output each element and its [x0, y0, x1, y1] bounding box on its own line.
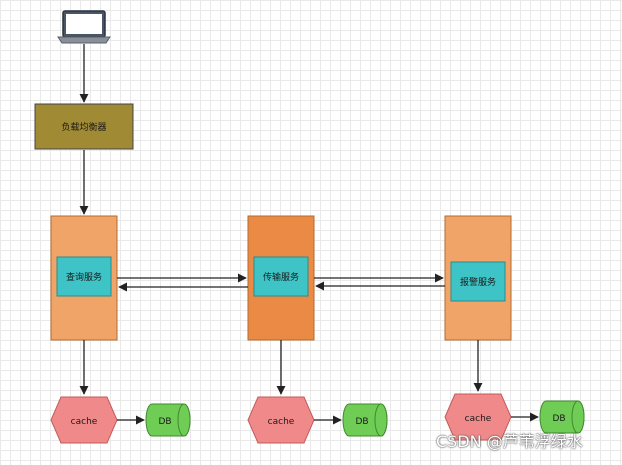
load-balancer-label: 负载均衡器: [61, 121, 106, 133]
db-cylinder-cap: [571, 400, 585, 434]
db-node[interactable]: DB: [539, 400, 585, 434]
db-node[interactable]: DB: [342, 403, 388, 437]
alarm-service-label: 报警服务: [460, 276, 496, 288]
alarm-service-box[interactable]: [450, 261, 506, 302]
transfer-service-label: 传输服务: [263, 271, 299, 283]
cache-label: cache: [268, 417, 295, 427]
cache-label: cache: [465, 414, 492, 424]
transfer-service-box[interactable]: [253, 256, 309, 297]
db-label: DB: [355, 417, 368, 427]
csdn-watermark: CSDN @芦苇浮绿水: [436, 432, 583, 451]
query-service-box[interactable]: [56, 256, 112, 297]
cache-label: cache: [71, 417, 98, 427]
cache-node[interactable]: [444, 393, 512, 441]
db-label: DB: [552, 414, 565, 424]
db-cylinder-cap: [177, 403, 191, 437]
db-label: DB: [158, 417, 171, 427]
cache-node[interactable]: [50, 396, 118, 444]
db-cylinder-cap: [374, 403, 388, 437]
db-node[interactable]: DB: [145, 403, 191, 437]
laptop-icon: [57, 10, 111, 44]
query-service-label: 查询服务: [66, 271, 102, 283]
load-balancer-box[interactable]: [34, 103, 134, 150]
cache-node[interactable]: [247, 396, 315, 444]
